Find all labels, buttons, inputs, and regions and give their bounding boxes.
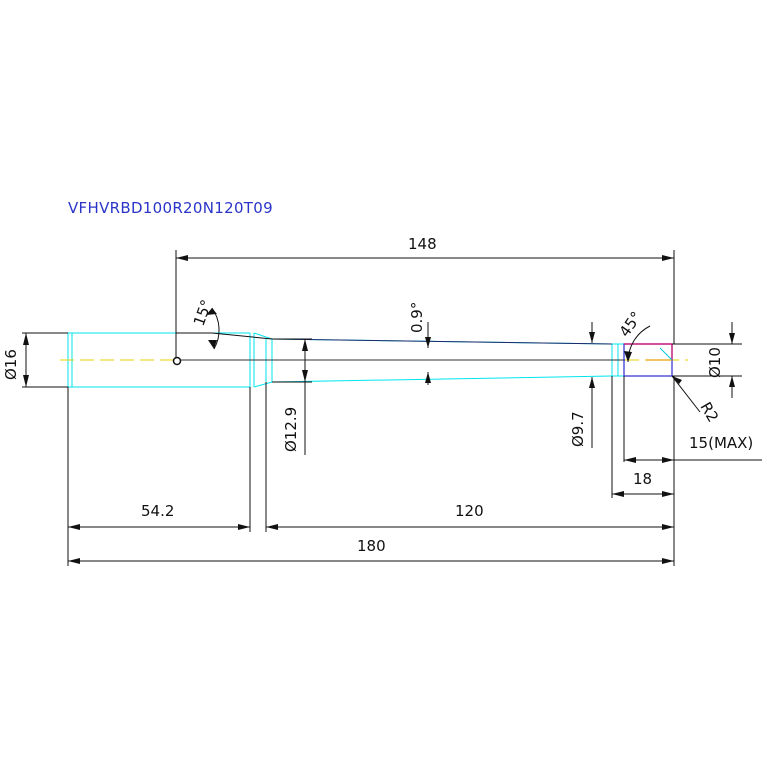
shoulder-top-edge — [211, 332, 273, 340]
dim-dia-9-7-label: Ø9.7 — [569, 411, 587, 447]
dim-148-label: 148 — [408, 235, 437, 253]
dim-dia-16-label: Ø16 — [2, 349, 20, 380]
dim-120-label: 120 — [455, 502, 484, 520]
dim-18-label: 18 — [633, 470, 652, 488]
taper-top-edge — [271, 338, 613, 345]
dim-15-max-label: 15(MAX) — [689, 434, 753, 452]
dim-taper-angle-label: 0.9° — [408, 302, 426, 333]
dimension-lines — [22, 250, 762, 566]
dim-180-label: 180 — [357, 537, 386, 555]
dim-54-2-label: 54.2 — [141, 502, 174, 520]
dim-dia-12-9-label: Ø12.9 — [282, 407, 300, 452]
dim-dia-10-label: Ø10 — [706, 347, 724, 378]
datum-point-icon — [172, 356, 182, 366]
arrowheads — [23, 255, 735, 564]
part-code-title: VFHVRBD100R20N120T09 — [68, 199, 273, 217]
